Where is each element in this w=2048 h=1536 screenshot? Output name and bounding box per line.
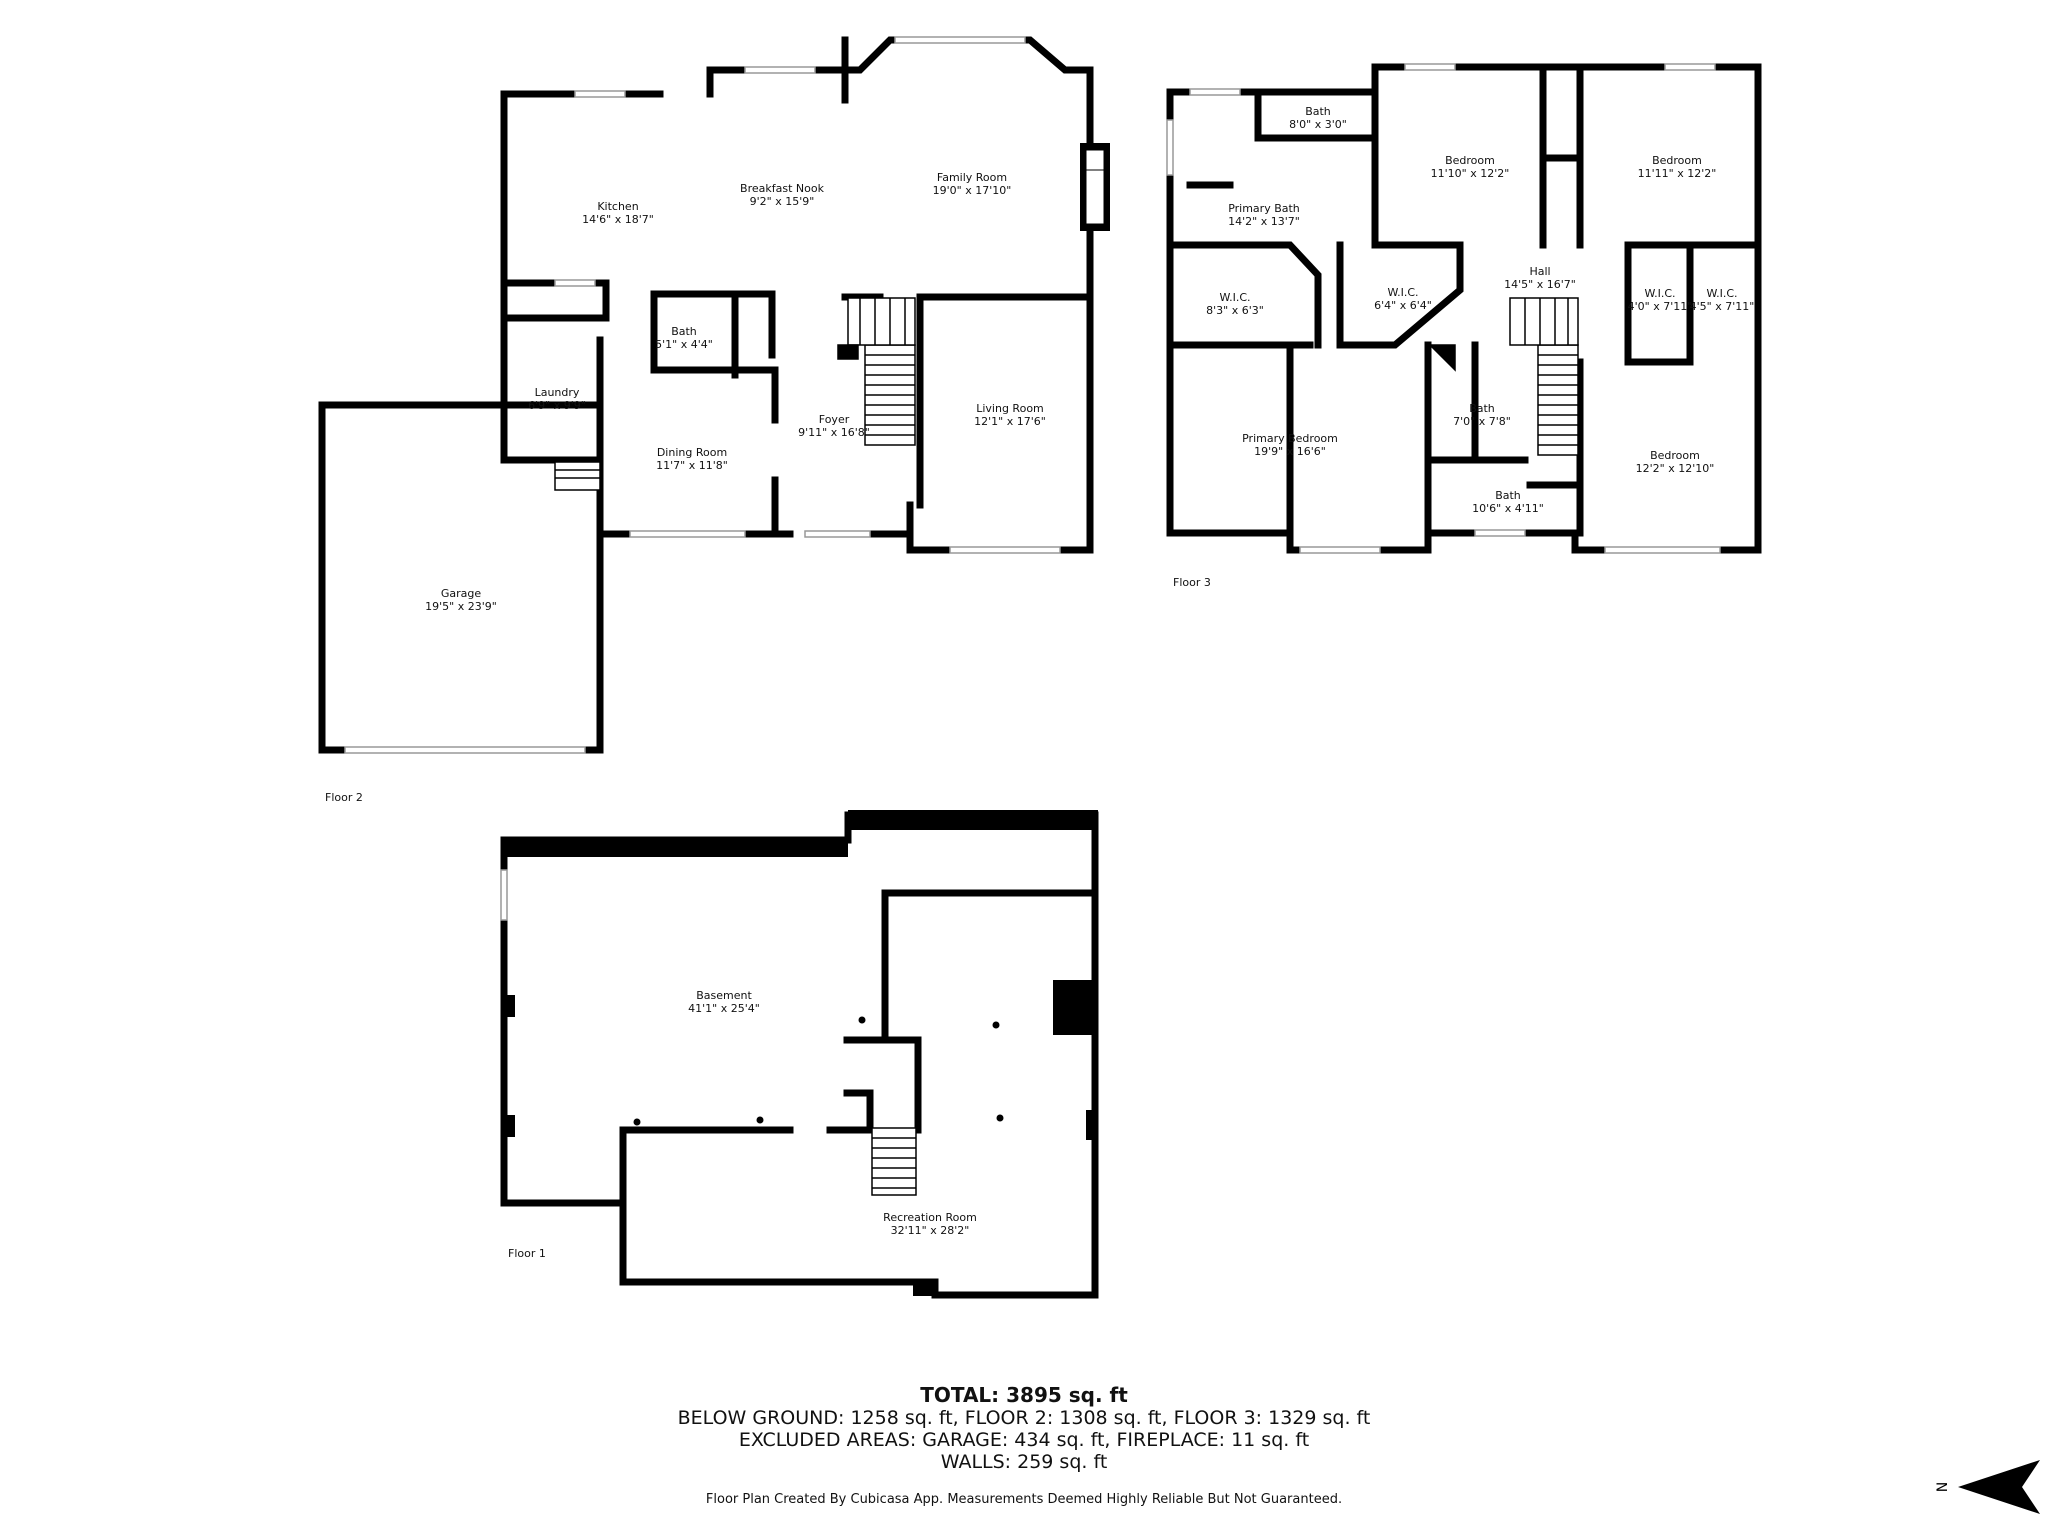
room-label-wic-4: W.I.C. <box>1706 287 1737 300</box>
room-dims-bath-lower-f3: 10'6" x 4'11" <box>1472 502 1544 515</box>
room-dims-wic-2: 6'4" x 6'4" <box>1374 299 1432 312</box>
room-label-wic-3: W.I.C. <box>1644 287 1675 300</box>
room-dims-bedroom-1: 11'10" x 12'2" <box>1431 167 1510 180</box>
walls-area: WALLS: 259 sq. ft <box>940 1451 1108 1473</box>
windows-floor-1 <box>500 869 508 921</box>
room-dims-bath-middle-f3: 7'0" x 7'8" <box>1453 415 1511 428</box>
room-label-bath-f2: Bath <box>671 325 697 338</box>
floor-2-plan <box>318 36 1094 754</box>
room-label-basement: Basement <box>696 989 752 1002</box>
room-dims-basement: 41'1" x 25'4" <box>688 1002 760 1015</box>
windows-floor-3 <box>1166 63 1721 554</box>
windows-floor-2 <box>344 36 1061 754</box>
room-label-laundry: Laundry <box>535 386 580 399</box>
floor-label-1: Floor 1 <box>508 1247 546 1260</box>
room-label-recreation-room: Recreation Room <box>883 1211 977 1224</box>
north-compass-icon: N <box>1935 1460 2040 1514</box>
room-dims-garage: 19'5" x 23'9" <box>425 600 497 613</box>
room-label-garage: Garage <box>441 587 482 600</box>
stairs-floor-2 <box>554 297 916 491</box>
floor-labels: Floor 2 Floor 3 Floor 1 <box>325 576 1211 1260</box>
room-label-kitchen: Kitchen <box>597 200 638 213</box>
disclaimer: Floor Plan Created By Cubicasa App. Meas… <box>705 1492 1343 1507</box>
room-label-bath-lower-f3: Bath <box>1495 489 1521 502</box>
compass-letter: N <box>1935 1482 1951 1492</box>
floor-1-thick-walls <box>504 810 1098 1296</box>
stairs-floor-3 <box>1428 297 1579 456</box>
room-dims-hall: 14'5" x 16'7" <box>1504 278 1576 291</box>
room-dims-kitchen: 14'6" x 18'7" <box>582 213 654 226</box>
room-dims-living-room: 12'1" x 17'6" <box>974 415 1046 428</box>
stairs-floor-1 <box>871 1127 917 1196</box>
room-label-bedroom-2: Bedroom <box>1652 154 1702 167</box>
room-label-bath-middle-f3: Bath <box>1469 402 1495 415</box>
room-dims-recreation-room: 32'11" x 28'2" <box>891 1224 970 1237</box>
room-dims-primary-bedroom: 19'9" x 16'6" <box>1254 445 1326 458</box>
room-dims-bath-f2: 5'1" x 4'4" <box>655 338 713 351</box>
room-label-living-room: Living Room <box>976 402 1044 415</box>
room-label-foyer: Foyer <box>819 413 850 426</box>
room-dims-bedroom-3: 12'2" x 12'10" <box>1636 462 1715 475</box>
excluded-areas: EXCLUDED AREAS: GARAGE: 434 sq. ft, FIRE… <box>738 1429 1310 1451</box>
total-area: TOTAL: 3895 sq. ft <box>920 1383 1128 1407</box>
room-label-bath-small-f3: Bath <box>1305 105 1331 118</box>
room-label-hall: Hall <box>1529 265 1550 278</box>
room-label-wic-1: W.I.C. <box>1219 291 1250 304</box>
floor-3-plan <box>1166 63 1762 554</box>
room-dims-bedroom-2: 11'11" x 12'2" <box>1638 167 1717 180</box>
room-dims-wic-3: 4'0" x 7'11" <box>1628 300 1693 313</box>
floor-label-2: Floor 2 <box>325 791 363 804</box>
room-label-primary-bedroom: Primary Bedroom <box>1242 432 1338 445</box>
area-summary: TOTAL: 3895 sq. ft BELOW GROUND: 1258 sq… <box>0 1383 2048 1473</box>
room-labels: Kitchen 14'6" x 18'7" Breakfast Nook 9'2… <box>425 105 1754 1237</box>
room-label-breakfast-nook: Breakfast Nook <box>740 182 825 195</box>
room-dims-family-room: 19'0" x 17'10" <box>933 184 1012 197</box>
room-dims-laundry: 6'9" x 9'9" <box>528 399 586 412</box>
room-dims-dining-room: 11'7" x 11'8" <box>656 459 728 472</box>
floor-1-plan <box>500 811 1099 1299</box>
room-label-bedroom-3: Bedroom <box>1650 449 1700 462</box>
room-label-bedroom-1: Bedroom <box>1445 154 1495 167</box>
fireplace-icon <box>1080 143 1110 231</box>
floor-label-3: Floor 3 <box>1173 576 1211 589</box>
room-dims-primary-bath: 14'2" x 13'7" <box>1228 215 1300 228</box>
room-dims-wic-1: 8'3" x 6'3" <box>1206 304 1264 317</box>
room-dims-bath-small-f3: 8'0" x 3'0" <box>1289 118 1347 131</box>
room-dims-wic-4: 4'5" x 7'11" <box>1690 300 1755 313</box>
room-label-primary-bath: Primary Bath <box>1228 202 1300 215</box>
room-label-family-room: Family Room <box>937 171 1007 184</box>
room-dims-breakfast-nook: 9'2" x 15'9" <box>750 195 815 208</box>
room-label-wic-2: W.I.C. <box>1387 286 1418 299</box>
area-breakdown: BELOW GROUND: 1258 sq. ft, FLOOR 2: 1308… <box>677 1407 1371 1429</box>
room-label-dining-room: Dining Room <box>657 446 727 459</box>
room-dims-foyer: 9'11" x 16'8" <box>798 426 870 439</box>
